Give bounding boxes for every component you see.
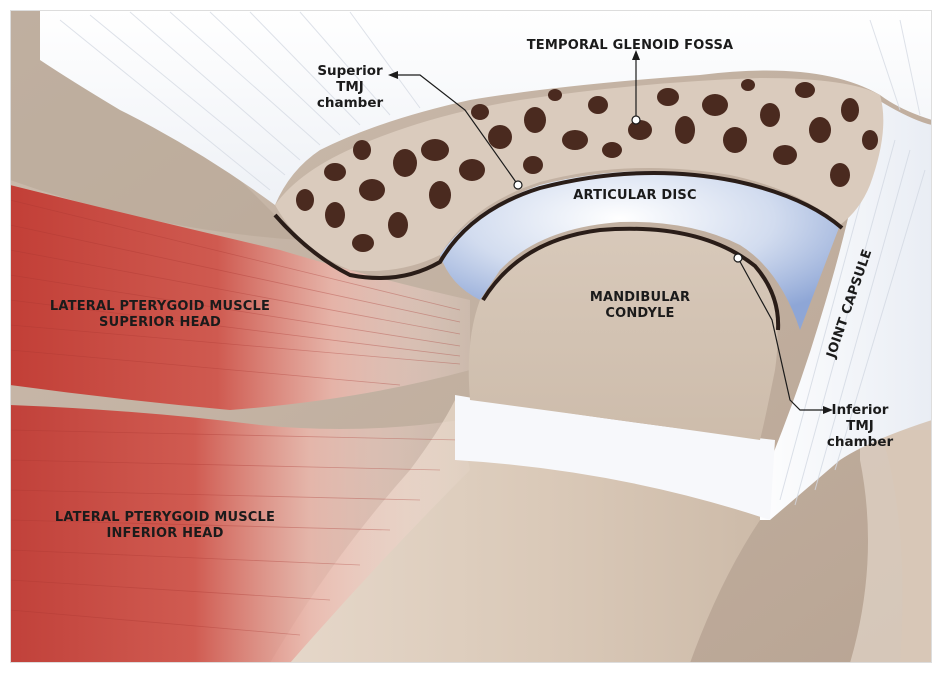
label-inferior-tmj-chamber: Inferior TMJ chamber bbox=[820, 402, 900, 451]
marker-superior-chamber bbox=[514, 181, 522, 189]
label-temporal-glenoid-fossa: TEMPORAL GLENOID FOSSA bbox=[505, 38, 755, 54]
label-superior-tmj-chamber: Superior TMJ chamber bbox=[305, 63, 395, 112]
label-mandibular-condyle: MANDIBULAR CONDYLE bbox=[565, 290, 715, 321]
marker-glenoid-fossa bbox=[632, 116, 640, 124]
label-articular-disc: ARTICULAR DISC bbox=[555, 188, 715, 204]
label-lateral-pterygoid-inferior: LATERAL PTERYGOID MUSCLE INFERIOR HEAD bbox=[30, 510, 300, 541]
marker-inferior-chamber bbox=[734, 254, 742, 262]
label-lateral-pterygoid-superior: LATERAL PTERYGOID MUSCLE SUPERIOR HEAD bbox=[25, 299, 295, 330]
